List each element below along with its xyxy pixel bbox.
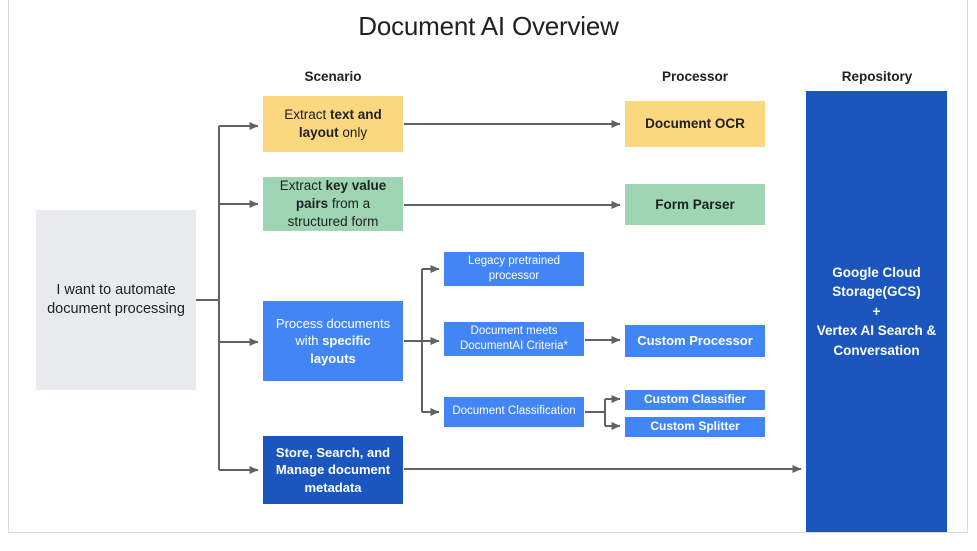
input-node: I want to automate document processing: [36, 210, 196, 390]
scenario-node-extract-text-layout: Extract text and layout only: [263, 96, 403, 152]
processor-node-custom-processor: Custom Processor: [625, 325, 765, 357]
scenario-node-process-specific-layouts: Process documents with specific layouts: [263, 301, 403, 381]
decision-label-legacy-pretrained: Legacy pretrained processor: [467, 254, 561, 282]
decision-node-document-classification: Document Classification: [444, 397, 584, 427]
input-node-label: I want to automate document processing: [47, 281, 185, 317]
decision-label-documentai-criteria: Document meets DocumentAI Criteria*: [459, 324, 568, 352]
column-header-scenario: Scenario: [304, 69, 362, 84]
processor-node-document-ocr: Document OCR: [625, 101, 765, 147]
scenario-label-extract-key-value: Extract key value pairs from a structure…: [279, 178, 387, 229]
processor-label-custom-classifier: Custom Classifier: [643, 392, 747, 407]
diagram-frame: [8, 0, 968, 533]
decision-node-legacy-pretrained: Legacy pretrained processor: [444, 252, 584, 286]
processor-label-form-parser: Form Parser: [655, 196, 735, 212]
scenario-node-store-search-manage: Store, Search, and Manage document metad…: [263, 436, 403, 504]
column-header-processor: Processor: [661, 69, 729, 84]
scenario-label-store-search-manage: Store, Search, and Manage document metad…: [275, 445, 391, 495]
scenario-label-process-specific-layouts: Process documents with specific layouts: [275, 316, 391, 366]
processor-label-document-ocr: Document OCR: [645, 116, 745, 132]
scenario-label-extract-text-layout: Extract text and layout only: [284, 107, 382, 140]
scenario-node-extract-key-value: Extract key value pairs from a structure…: [263, 177, 403, 231]
decision-node-documentai-criteria: Document meets DocumentAI Criteria*: [444, 322, 584, 356]
processor-node-form-parser: Form Parser: [625, 184, 765, 225]
column-header-repository: Repository: [841, 69, 913, 84]
processor-label-custom-processor: Custom Processor: [637, 333, 753, 349]
processor-node-custom-splitter: Custom Splitter: [625, 417, 765, 437]
page-title: Document AI Overview: [358, 11, 619, 41]
processor-label-custom-splitter: Custom Splitter: [650, 419, 740, 434]
processor-node-custom-classifier: Custom Classifier: [625, 390, 765, 410]
decision-label-document-classification: Document Classification: [452, 405, 576, 418]
